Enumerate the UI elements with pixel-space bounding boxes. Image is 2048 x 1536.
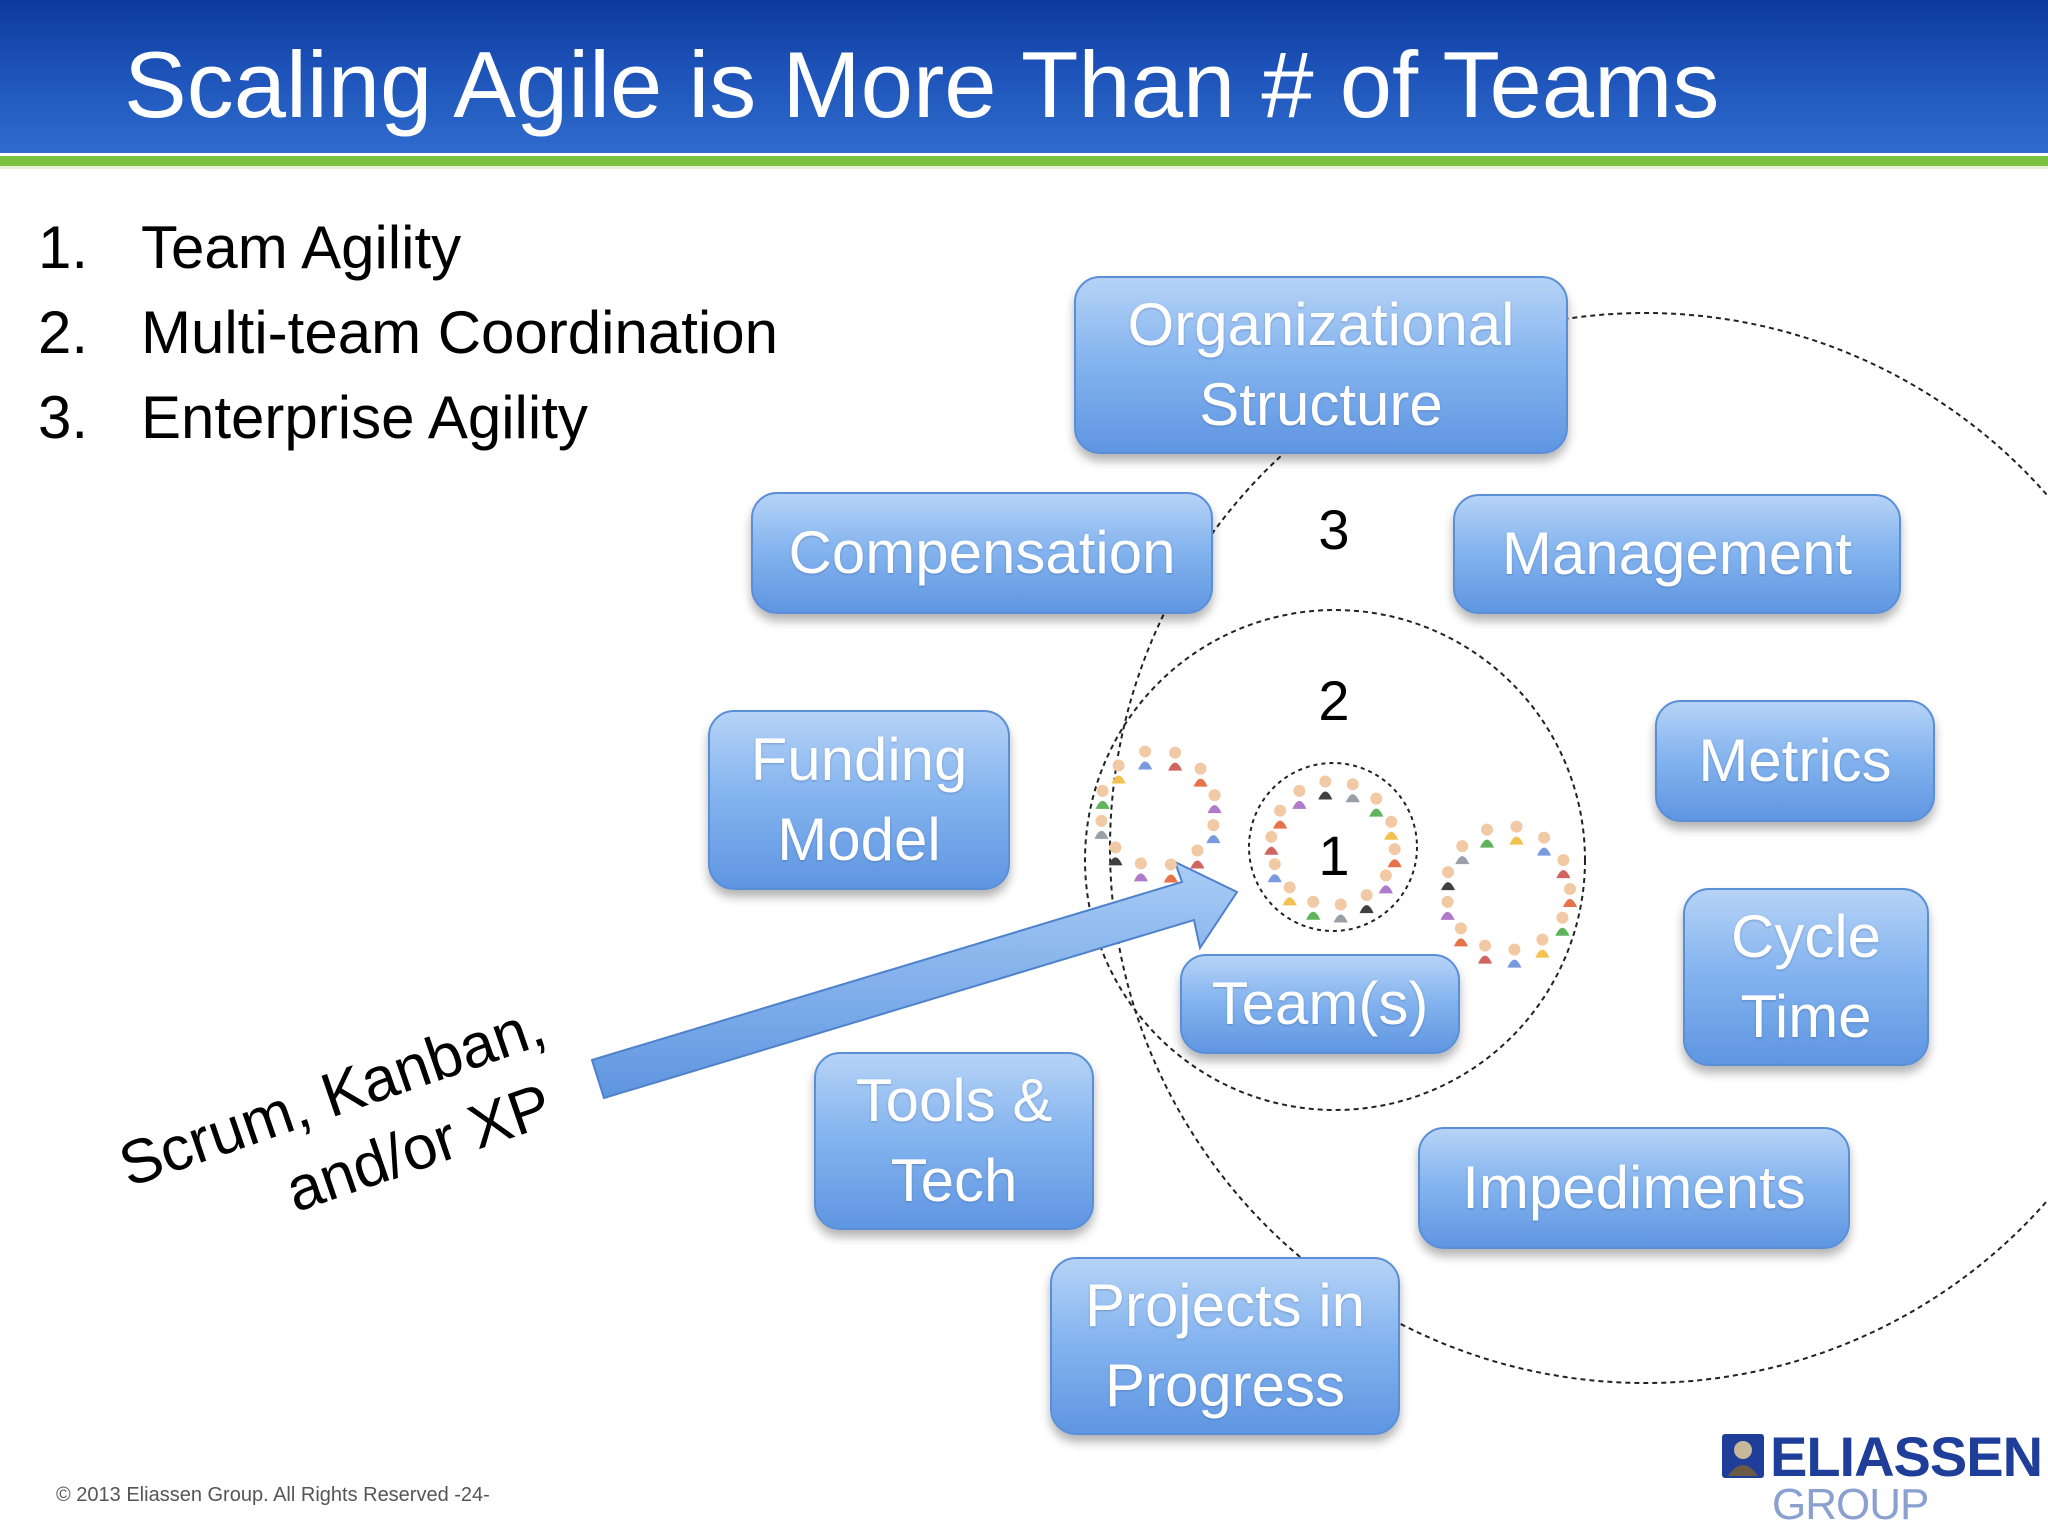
agenda-item: 1. Team Agility (38, 205, 778, 290)
header-bar (0, 0, 2048, 153)
team-cluster-left (1094, 745, 1222, 883)
logo-wordmark: ELIASSEN (1770, 1425, 2043, 1488)
agenda-item: 2. Multi-team Coordination (38, 290, 778, 375)
teams-box: Team(s) (1180, 954, 1460, 1054)
person-icon (1318, 775, 1333, 800)
ring-label-1: 1 (1318, 824, 1350, 887)
funding-model-box: Funding Model (708, 710, 1010, 890)
person-icon (1273, 804, 1288, 829)
person-icon (1455, 840, 1470, 865)
person-icon (1333, 898, 1348, 923)
person-icon (1440, 895, 1455, 920)
ring-label-2: 2 (1318, 669, 1350, 732)
multi-team-ring (1084, 609, 1586, 1111)
person-icon (1478, 939, 1493, 964)
person-icon (1168, 746, 1183, 771)
person-icon (1556, 854, 1571, 879)
person-icon (1306, 895, 1321, 920)
agenda-text: Team Agility (141, 214, 462, 281)
agenda-number: 3. (38, 384, 89, 451)
person-icon (1369, 792, 1384, 817)
metrics-box: Metrics (1655, 700, 1935, 822)
person-icon (1555, 911, 1570, 936)
logo-portrait-icon (1722, 1434, 1764, 1478)
cycle-time-box: Cycle Time (1683, 888, 1929, 1066)
logo-subtitle: GROUP (1772, 1480, 1929, 1529)
person-icon (1163, 858, 1178, 883)
person-icon (1094, 814, 1109, 839)
person-icon (1138, 745, 1153, 770)
agenda-list: 1. Team Agility 2. Multi-team Coordinati… (38, 205, 778, 460)
eliassen-logo: ELIASSEN GROUP (1720, 1425, 2043, 1529)
person-icon (1282, 881, 1297, 906)
organizational-structure-box: Organizational Structure (1074, 276, 1568, 454)
person-icon (1479, 823, 1494, 848)
person-icon (1535, 933, 1550, 958)
person-icon (1453, 922, 1468, 947)
person-icon (1441, 866, 1456, 891)
team-cluster-center (1264, 775, 1402, 923)
agenda-text: Enterprise Agility (141, 384, 588, 451)
person-icon (1193, 762, 1208, 787)
person-icon (1190, 844, 1205, 869)
person-icon (1359, 889, 1374, 914)
projects-in-progress-box: Projects in Progress (1050, 1257, 1400, 1435)
copyright-footer: © 2013 Eliassen Group. All Rights Reserv… (56, 1484, 490, 1506)
person-icon (1095, 784, 1110, 809)
person-icon (1133, 857, 1148, 882)
management-box: Management (1453, 494, 1901, 614)
person-icon (1111, 759, 1126, 784)
person-icon (1378, 869, 1393, 894)
compensation-box: Compensation (751, 492, 1213, 614)
agenda-item: 3. Enterprise Agility (38, 375, 778, 460)
agenda-text: Multi-team Coordination (141, 299, 778, 366)
agenda-number: 1. (38, 214, 89, 281)
person-icon (1108, 841, 1123, 866)
ring-label-3: 3 (1318, 498, 1350, 561)
person-icon (1384, 815, 1399, 840)
agenda-number: 2. (38, 299, 89, 366)
person-icon (1267, 858, 1282, 883)
person-icon (1292, 784, 1307, 809)
team-cluster-right (1440, 820, 1577, 968)
person-icon (1562, 883, 1577, 908)
tools-tech-box: Tools & Tech (814, 1052, 1094, 1230)
person-icon (1507, 943, 1522, 968)
impediments-box: Impediments (1418, 1127, 1850, 1249)
person-icon (1537, 831, 1552, 856)
person-icon (1206, 819, 1221, 844)
person-icon (1345, 778, 1360, 803)
enterprise-ring (1109, 312, 2048, 1384)
header-divider (0, 153, 2048, 169)
person-icon (1387, 843, 1402, 868)
team-ring (1248, 762, 1418, 932)
person-icon (1264, 830, 1279, 855)
person-icon (1509, 820, 1524, 845)
person-icon (1207, 789, 1222, 814)
slide-title: Scaling Agile is More Than # of Teams (124, 32, 1720, 137)
methods-arrow (590, 860, 1239, 1100)
